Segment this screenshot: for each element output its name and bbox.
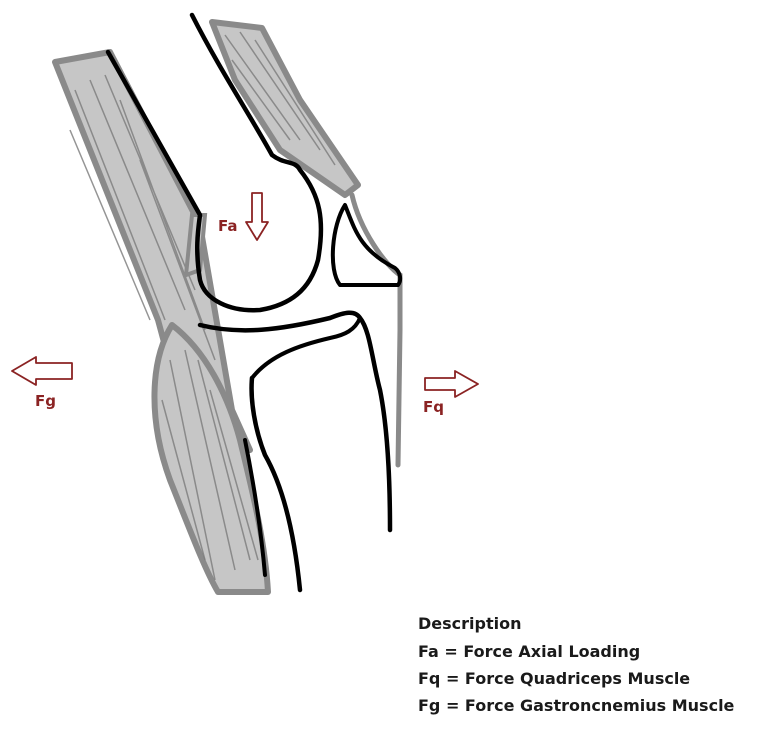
- legend-title: Description: [418, 610, 734, 638]
- quadriceps-muscle: [212, 22, 358, 195]
- legend-item-fa: Fa = Force Axial Loading: [418, 638, 734, 665]
- force-label-fa: Fa: [218, 219, 238, 234]
- force-arrow-quadriceps: [425, 371, 478, 397]
- legend-item-fq: Fq = Force Quadriceps Muscle: [418, 665, 734, 692]
- legend-description: Description Fa = Force Axial Loading Fq …: [418, 610, 734, 719]
- force-label-fq: Fq: [423, 400, 444, 415]
- legend-item-fg: Fg = Force Gastroncnemius Muscle: [418, 692, 734, 719]
- gastrocnemius-muscle: [154, 325, 268, 592]
- patella-outline: [333, 205, 400, 285]
- force-arrow-gastrocnemius: [12, 357, 72, 385]
- force-label-fg: Fg: [35, 394, 56, 409]
- force-arrow-axial: [246, 193, 268, 240]
